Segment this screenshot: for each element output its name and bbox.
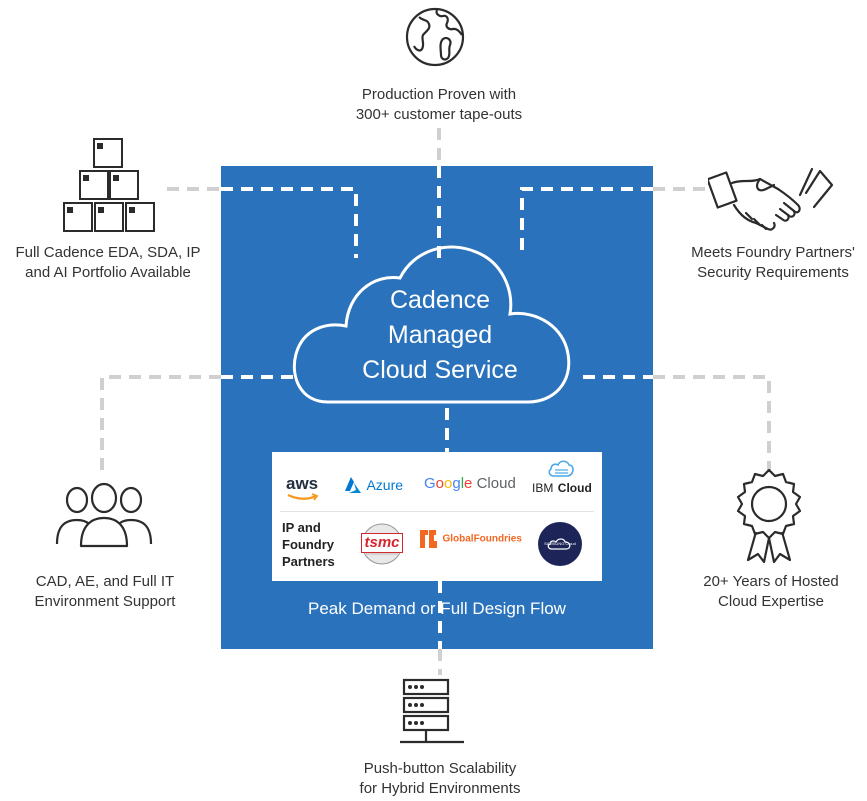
ip-foundry-line-2: Foundry — [282, 537, 334, 552]
flow-label: Peak Demand or Full Design Flow — [308, 599, 566, 618]
cloud-shape — [292, 245, 571, 404]
feature-top-left-line-2: and AI Portfolio Available — [25, 264, 191, 281]
azure-logo: Azure — [344, 476, 403, 494]
feature-bottom-line-2: for Hybrid Environments — [359, 780, 521, 797]
ip-foundry-label: IP and Foundry Partners — [282, 519, 335, 570]
feature-bottom-line-1: Push-button Scalability — [363, 760, 517, 777]
feature-bottom: Push-button Scalability for Hybrid Envir… — [330, 759, 550, 799]
ip-foundry-line-3: Partners — [282, 554, 335, 569]
cloud-title-line-1: Cadence — [389, 286, 491, 314]
aws-logo-text: aws — [286, 474, 319, 493]
feature-bottom-left-line-1: CAD, AE, and Full IT — [35, 573, 175, 590]
feature-top-right-line-1: Meets Foundry Partners' — [691, 244, 855, 261]
server-rack-icon — [400, 678, 464, 744]
google-cloud-logo-text: Google Cloud — [424, 475, 516, 492]
feature-bottom-right-line-1: 20+ Years of Hosted — [703, 573, 839, 590]
globalfoundries-mark-icon — [420, 530, 437, 548]
globe-icon — [405, 7, 465, 67]
google-cloud-logo: Google Cloud — [424, 475, 516, 492]
ibm-cloud-prefix: IBM — [532, 481, 554, 495]
feature-top-right-line-2: Security Requirements — [697, 264, 849, 281]
award-ribbon-icon — [736, 468, 802, 564]
ibm-cloud-logo: IBM Cloud — [532, 457, 592, 497]
cloud-title: Cadence Managed Cloud Service — [330, 283, 550, 388]
tsmc-logo-text: tsmc — [361, 533, 403, 553]
stacked-boxes-icon — [63, 138, 155, 232]
feature-top-line-1: Production Proven with — [361, 86, 517, 103]
tsmc-logo: tsmc — [360, 522, 404, 566]
handshake-icon — [708, 167, 834, 231]
foundry-cloud-badge: SAMSUNG Cloud — [538, 522, 582, 566]
feature-top-right: Meets Foundry Partners' Security Require… — [673, 243, 867, 283]
ibm-cloud-icon — [548, 460, 574, 477]
cloud-title-line-2: Managed — [387, 321, 493, 349]
partner-logo-card: aws Azure Google Cloud IBM Cloud IP and … — [272, 452, 602, 581]
globalfoundries-logo: GlobalFoundries — [418, 528, 522, 550]
partner-divider — [280, 511, 594, 512]
people-group-icon — [55, 482, 153, 548]
feature-top-left: Full Cadence EDA, SDA, IP and AI Portfol… — [2, 243, 214, 283]
ibm-cloud-suffix: Cloud — [557, 481, 592, 495]
feature-bottom-left-line-2: Environment Support — [34, 593, 176, 610]
feature-top-left-line-1: Full Cadence EDA, SDA, IP — [15, 244, 201, 261]
globalfoundries-logo-text: GlobalFoundries — [442, 533, 522, 545]
ip-foundry-line-1: IP and — [282, 520, 321, 535]
foundry-cloud-badge-text: SAMSUNG Cloud — [544, 541, 576, 546]
feature-bottom-right-line-2: Cloud Expertise — [718, 593, 824, 610]
connector-bottom-left — [100, 375, 221, 472]
feature-bottom-left: CAD, AE, and Full IT Environment Support — [10, 572, 200, 612]
aws-logo: aws — [286, 474, 319, 501]
azure-logo-text: Azure — [366, 476, 404, 493]
connector-bottom-right — [653, 375, 771, 472]
cloud-title-line-3: Cloud Service — [362, 356, 518, 384]
foundry-cloud-icon — [547, 538, 571, 550]
feature-top-line-2: 300+ customer tape-outs — [355, 106, 523, 123]
feature-bottom-right: 20+ Years of Hosted Cloud Expertise — [676, 572, 866, 612]
feature-top: Production Proven with 300+ customer tap… — [325, 85, 553, 125]
